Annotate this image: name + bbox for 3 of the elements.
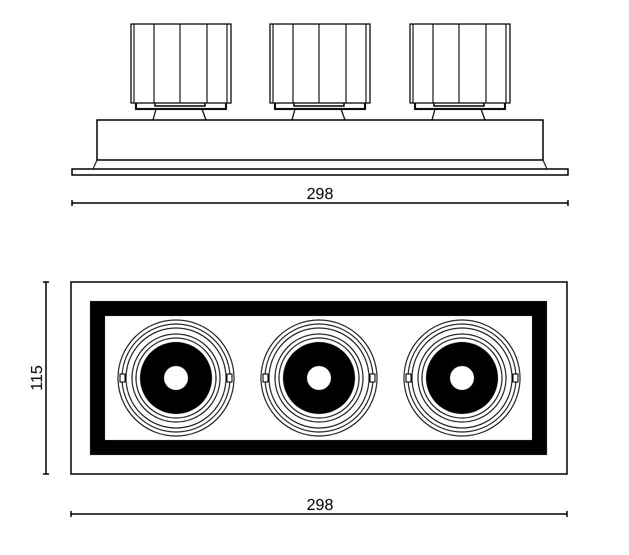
- dimension-label: 298: [306, 498, 334, 514]
- dimension-label: 115: [30, 365, 46, 391]
- dimension-label: 298: [306, 187, 334, 203]
